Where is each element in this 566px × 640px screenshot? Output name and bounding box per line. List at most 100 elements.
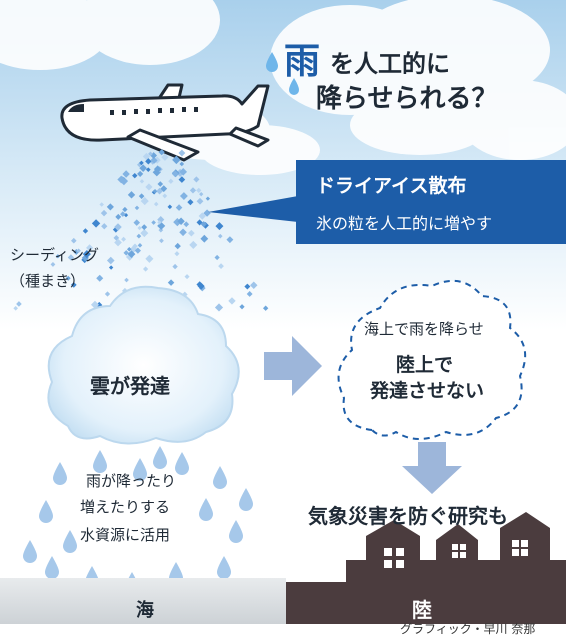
ice-particle [157, 181, 164, 187]
ice-particle [178, 176, 186, 183]
ice-particle [139, 160, 144, 166]
ice-particle [167, 204, 173, 210]
ice-particle [179, 167, 188, 176]
raindrop-icon [39, 500, 53, 523]
ice-particle [140, 197, 149, 206]
ice-particle [244, 283, 251, 290]
sea-label: 海 [136, 600, 154, 621]
right-cloud-line2: 発達させない [370, 380, 485, 402]
ice-particle [200, 221, 207, 228]
ice-particle [179, 161, 185, 167]
ice-particle [108, 265, 114, 270]
ice-particle [189, 240, 198, 249]
ice-particle [142, 152, 151, 161]
raindrop-icon [175, 452, 189, 475]
title-line2: 降らせられる？ [316, 84, 498, 114]
ice-particle [228, 297, 236, 305]
raindrop-icon [199, 498, 213, 521]
raindrop-icon [93, 450, 107, 473]
ice-particle [67, 254, 75, 261]
ice-particle [134, 247, 141, 254]
rain-text-line1: 雨が降ったり [86, 472, 177, 490]
ice-particle [126, 246, 132, 252]
ice-particle [174, 242, 181, 250]
rain-text-line2: 増えたりする [80, 498, 171, 516]
dry-ice-body: 氷の粒を人工的に増やす [316, 214, 493, 233]
ice-particle [183, 221, 190, 228]
raindrop-icon [53, 462, 67, 485]
ice-particle [217, 233, 223, 239]
ice-particle [214, 303, 224, 312]
ice-particle [104, 291, 111, 297]
raindrop-icon [239, 488, 253, 511]
ice-particle [137, 243, 143, 248]
ice-particle [100, 209, 108, 217]
seeding-sublabel: （種まき） [10, 272, 86, 290]
ice-particle [82, 250, 91, 259]
ice-particle [96, 274, 104, 282]
ice-particle [152, 189, 158, 194]
ice-particle [82, 228, 89, 234]
ice-particle [145, 158, 152, 165]
ice-particle [239, 304, 245, 310]
ice-particle [214, 254, 220, 261]
credit-text: グラフィック・早川 奈那 [400, 622, 536, 636]
raindrop-icon [133, 458, 147, 481]
ice-particle [187, 229, 195, 237]
raindrop-icon [213, 466, 227, 489]
ice-particle [179, 192, 188, 200]
ice-particle [139, 179, 145, 184]
ice-particle [91, 219, 101, 228]
ice-particle [250, 281, 258, 289]
ice-particle [193, 176, 200, 183]
ice-particle [171, 170, 179, 178]
ice-particle [70, 237, 77, 244]
right-cloud-line1: 陸上で [396, 354, 454, 376]
land-label: 陸 [412, 598, 432, 622]
ice-particle [114, 238, 122, 247]
rain-text-line3: 水資源に活用 [80, 526, 171, 544]
ice-particle [106, 203, 114, 211]
ice-particle [127, 191, 136, 199]
cloud-label: 雲が発達 [90, 374, 170, 398]
ice-particle [172, 155, 181, 165]
ice-particle [167, 279, 175, 286]
ice-particle [157, 220, 162, 225]
ice-particle [199, 192, 204, 197]
ice-particle [123, 250, 129, 256]
ice-particle [115, 213, 122, 220]
ice-particle [145, 183, 153, 191]
ice-particle [184, 274, 190, 280]
water-drop-icon [289, 78, 299, 95]
ice-particle [151, 220, 156, 225]
title-line1: を人工的に [330, 50, 450, 78]
ice-particle [175, 204, 183, 211]
ice-particle [150, 157, 157, 164]
ice-particle [153, 165, 162, 173]
ice-particle [101, 223, 108, 230]
raindrop-icon [217, 556, 231, 579]
ice-particle [159, 238, 164, 244]
disaster-text: 気象災害を防ぐ研究も [308, 504, 508, 528]
ice-particle [162, 193, 168, 199]
ice-particle [122, 206, 128, 213]
raindrop-icon [63, 530, 77, 553]
ice-particle [124, 277, 129, 283]
ice-particle [172, 263, 178, 270]
raindrop-icon [229, 520, 243, 543]
ice-particle [160, 185, 168, 193]
ice-particle [122, 170, 130, 178]
ice-particle [55, 254, 61, 259]
ice-particle [137, 170, 144, 178]
ice-particle [218, 263, 224, 270]
ice-particle [142, 266, 149, 272]
ice-particle [198, 212, 206, 220]
ice-particle [196, 187, 202, 193]
